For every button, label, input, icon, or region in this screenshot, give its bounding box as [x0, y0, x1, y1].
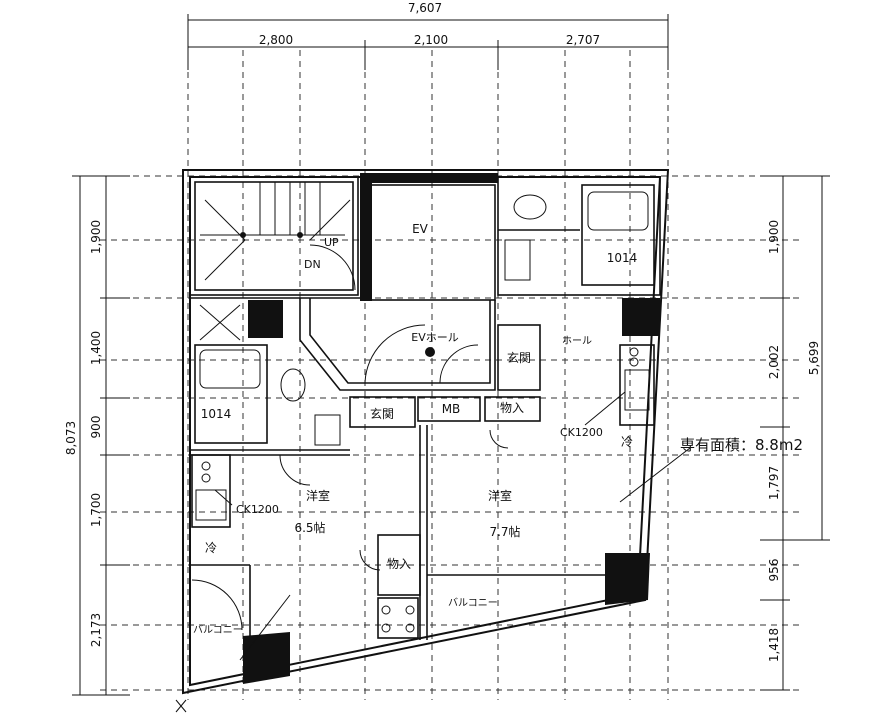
label-ev-hall: EVホール [411, 331, 458, 344]
dim-top-3: 2,707 [566, 33, 600, 47]
dim-right-4: 956 [767, 559, 781, 582]
dim-right-total: 5,699 [807, 341, 821, 375]
label-western-left-name: 洋室 [306, 488, 330, 503]
ev-hall-marker [425, 347, 435, 357]
stairs [200, 182, 351, 281]
label-closet-top: 物入 [500, 401, 524, 415]
dimension-lines [72, 14, 830, 696]
leader-lines [214, 391, 691, 661]
door-swings [191, 244, 509, 631]
dim-right-2: 2,002 [767, 345, 781, 379]
label-fridge-left: 冷 [205, 541, 217, 555]
label-fridge-right: 冷 [621, 435, 633, 449]
floor-area-label: 専有面積：8.8m2 [680, 436, 803, 454]
dim-left-total: 8,073 [64, 421, 78, 455]
label-ev: EV [412, 222, 429, 236]
label-western-right-name: 洋室 [488, 488, 512, 503]
label-balcony-right: バルコニー [448, 597, 498, 609]
dim-right-5: 1,418 [767, 628, 781, 662]
label-western-left-size: 6.5帖 [294, 520, 325, 535]
label-hall-right: ホール [562, 335, 592, 347]
label-kitchen-left: CK1200 [236, 503, 279, 516]
dim-left-4: 1,700 [89, 493, 103, 527]
dim-left-5: 2,173 [89, 613, 103, 647]
dim-right-1: 1,900 [767, 220, 781, 254]
dim-top-1: 2,800 [259, 33, 293, 47]
label-dn: DN [304, 258, 321, 271]
dim-left-1: 1,900 [89, 220, 103, 254]
label-bath-right: 1014 [607, 251, 638, 265]
label-kitchen-right: CK1200 [560, 426, 603, 439]
label-bath-left: 1014 [201, 407, 232, 421]
label-western-right-size: 7.7帖 [489, 524, 520, 539]
label-up: UP [324, 236, 339, 249]
label-mb: MB [442, 402, 461, 416]
dim-left-3: 900 [89, 416, 103, 439]
fixtures [195, 191, 650, 633]
dim-total-width: 7,607 [408, 1, 442, 15]
label-entrance-left: 玄関 [370, 406, 394, 421]
dim-top-2: 2,100 [414, 33, 448, 47]
dim-right-3: 1,797 [767, 466, 781, 500]
dim-left-2: 1,400 [89, 331, 103, 365]
stair-marker-1 [240, 232, 246, 238]
label-entrance-right: 玄関 [507, 350, 531, 365]
grid-reference-mark [175, 699, 187, 713]
stair-marker-2 [297, 232, 303, 238]
columns [243, 173, 660, 684]
label-balcony-left: バルコニー [193, 624, 243, 636]
interior-walls [189, 176, 661, 640]
label-closet-mid: 物入 [387, 557, 411, 571]
